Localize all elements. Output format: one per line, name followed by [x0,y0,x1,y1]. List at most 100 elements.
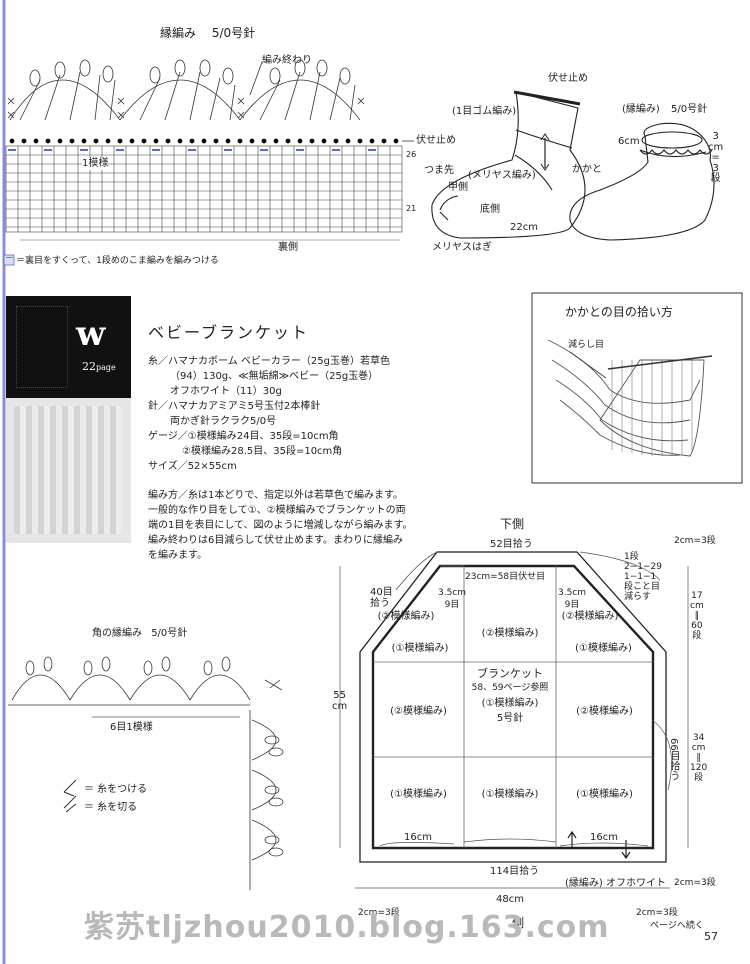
edging-end-label: 編み終わり [262,55,312,66]
sock-right-h5: 段 [710,173,721,184]
decrease-3: 段こと目 [624,581,661,592]
decrease-rule: 1段 2−1−29 1−1−1 段こと目 減らす [624,552,662,602]
blanket-center-ref: 58、59ページ参照 [471,683,549,693]
left-pick-1: 40目 [370,587,393,598]
blanket-top-side: 下側 [500,517,525,531]
top-edging-title-text: 縁編み [160,26,197,40]
cell-r0-c1: (②模様編み) [481,627,539,639]
left-step-st: 9目 [444,599,460,610]
sock-length: 22cm [510,222,538,233]
corner-edging-title-text: 角の縁編み [92,628,142,639]
materials-line: ゲージ／①模様編み24目、35段=10cm角 [148,431,339,442]
sock-rib: (1目ゴム編み) [452,106,517,117]
top-edging-needle: 5/0号針 [211,26,256,40]
materials-line: 針／ハマナカアミアミ5号玉付2本棒針 [148,401,321,412]
decrease-1: 2−1−29 [624,561,662,572]
method-line: 一般的な作り目をして①、②模様編みでブランケットの両 [148,505,406,516]
right-pick: 66目拾う [668,738,679,781]
sock-right-needle: 5/0号針 [671,104,708,115]
sock-graft: メリヤスはぎ [432,242,492,253]
rdcm2: cm [691,742,706,753]
project-name: ベビーブランケット [148,323,310,342]
row-26-label: 26 [406,150,417,159]
sock-sole: 底側 [480,204,500,215]
row-21-label: 21 [406,204,417,213]
sock-heel: かかと [572,164,602,175]
sock-toe: つま先 [424,165,454,176]
rddan2: 段 [694,772,704,783]
blanket-top-inner: 23cm=58目伏せ目 [465,572,546,582]
rd120: 120 [690,762,708,773]
materials-line: 糸／ハマナカボーム ベビーカラー（25g玉巻）若草色 [148,356,390,367]
sock-right-height: 3 cm = 3 段 [708,131,724,185]
blanket-left-pick: 40目 拾う [370,587,393,609]
decrease-title: 1段 [624,552,639,562]
legend-symbol: ー [5,254,15,264]
total-width: 48cm [496,894,524,905]
right-step-w: 3.5cm [558,588,587,598]
cell-r0-c0: (②模様編み) [377,610,435,622]
project-page-suffix: page [96,363,116,372]
cell-r1-c0: (①模様編み) [391,642,449,654]
top-edging-chart [3,59,414,266]
heel-pickup-box [531,292,743,484]
method-line: 編み終わりは6目減らして伏せ止めます。まわりに縁編み [148,535,404,546]
rdcm: cm [690,600,704,611]
right-top-dim: 2cm=3段 [674,536,716,546]
page-number: 57 [704,930,718,943]
badge-ornament [16,306,68,388]
blanket-left-step: 3.5cm 9目 [438,588,466,611]
decrease-2: 1−1−1 [624,571,657,582]
cell-r3-c2: (①模様編み) [576,788,633,800]
sock-right-drawing [569,122,715,241]
corner-edging-title: 角の縁編み 5/0号針 [92,628,187,640]
legend-cut: ＝ 糸を切る [84,802,138,813]
method-line: を編みます。 [148,550,207,561]
top-edging-title: 縁編み 5/0号針 [160,26,255,40]
heel-pickup-title: かかとの目の拾い方 [565,305,673,319]
left-step-w: 3.5cm [438,588,467,598]
rd17: 17 [691,591,703,601]
sock-instep: 甲側 [448,182,468,193]
bottom-pick: 114目拾う [490,866,540,877]
blanket-diagram [339,551,689,889]
corner-edging-drawing [8,656,284,890]
back-side-label: 裏側 [278,242,298,253]
cell-r1-c2: (①模様編み) [575,642,632,654]
sock-right-title: (縁編み) 5/0号針 [622,104,707,116]
decrease-4: 減らす [624,591,651,602]
sock-right-edge: (縁編み) [622,104,660,115]
pattern-unit-label: 1模様 [82,158,109,170]
project-page: 22page [82,360,116,373]
cell-r2-c2: (②模様編み) [576,706,633,717]
sock-right-h2: cm [708,141,724,153]
sock-right-width: 6cm [618,136,640,147]
project-badge: w 22page [6,296,131,398]
photo-knit-texture [14,406,122,534]
corner-pattern-unit: 6目1模様 [110,722,153,733]
project-page-num: 22 [82,360,96,373]
right-dim-17: 17 cm ‖ 60 段 [690,591,704,641]
sock-stockinette: (メリヤス編み) [468,170,536,181]
blanket-center-block: ブランケット 58、59ページ参照 (①模様編み) 5号針 [464,662,556,761]
legend-text: ＝裏目をすくって、1段めのこま編みを編みつける [16,256,219,266]
cell-r0-c2: (②模様編み) [561,610,619,622]
blanket-photo [6,398,131,543]
bottom-edge: (縁編み) オフホワイト [565,878,666,889]
materials-line: サイズ／52×55cm [148,461,237,472]
bottom-right-dim: 2cm=3段 [636,908,678,918]
rddan: 段 [692,630,702,641]
left-height-val: 55 [333,690,346,701]
method-block: 編み方／糸は1本どりで、指定以外は若草色で編みます。 一般的な作り目をして①、②… [148,488,413,563]
sock-bind-off: 伏せ止め [548,73,588,84]
blanket-top-pick: 52目拾う [490,539,533,550]
project-letter: w [76,314,106,354]
right-step-st: 9目 [564,599,580,610]
materials-line: ②模様編み28.5目、35段=10cm角 [182,446,343,457]
cell-r2-c0: (②模様編み) [390,706,447,717]
sock-left-drawing [431,90,586,239]
right-dim-34: 34 cm ‖ 120 段 [690,733,708,783]
cell-r3-c0: (①模様編み) [390,788,447,800]
corner-edging-needle: 5/0号針 [151,628,188,639]
